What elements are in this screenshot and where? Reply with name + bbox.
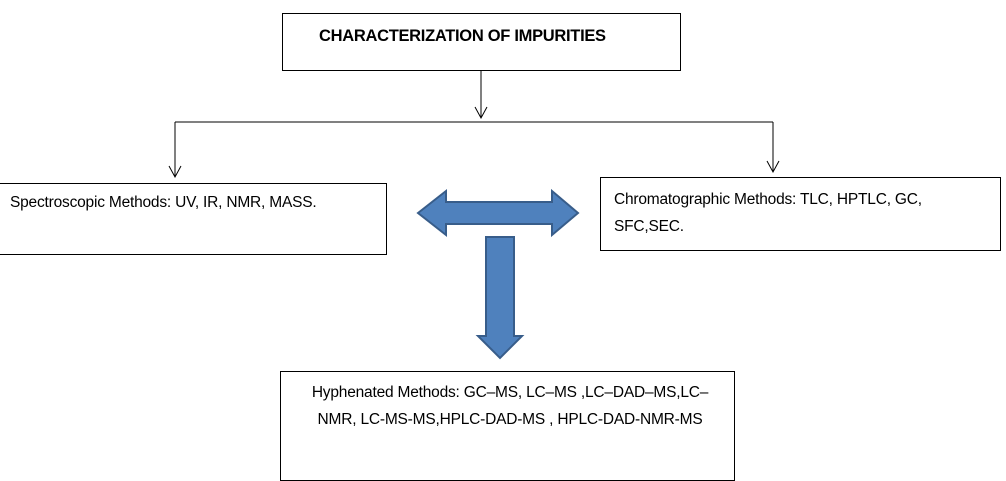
spectroscopic-methods-text: Spectroscopic Methods: UV, IR, NMR, MASS…	[10, 194, 317, 211]
title-down-arrow	[474, 71, 488, 120]
down-block-arrow	[475, 236, 525, 360]
diagram-title: CHARACTERIZATION OF IMPURITIES	[319, 27, 606, 45]
hyphenated-methods-box: Hyphenated Methods: GC–MS, LC–MS ,LC–DAD…	[280, 371, 735, 481]
right-down-arrowhead	[766, 160, 780, 174]
hyphenated-methods-text: Hyphenated Methods: GC–MS, LC–MS ,LC–DAD…	[311, 384, 709, 428]
chromatographic-methods-text: Chromatographic Methods: TLC, HPTLC, GC,…	[614, 191, 922, 235]
left-down-arrowhead	[168, 165, 182, 179]
title-box: CHARACTERIZATION OF IMPURITIES	[282, 13, 681, 71]
branch-connector	[174, 121, 774, 176]
spectroscopic-methods-box: Spectroscopic Methods: UV, IR, NMR, MASS…	[0, 183, 387, 255]
chromatographic-methods-box: Chromatographic Methods: TLC, HPTLC, GC,…	[600, 177, 1001, 251]
double-headed-block-arrow	[416, 188, 580, 238]
